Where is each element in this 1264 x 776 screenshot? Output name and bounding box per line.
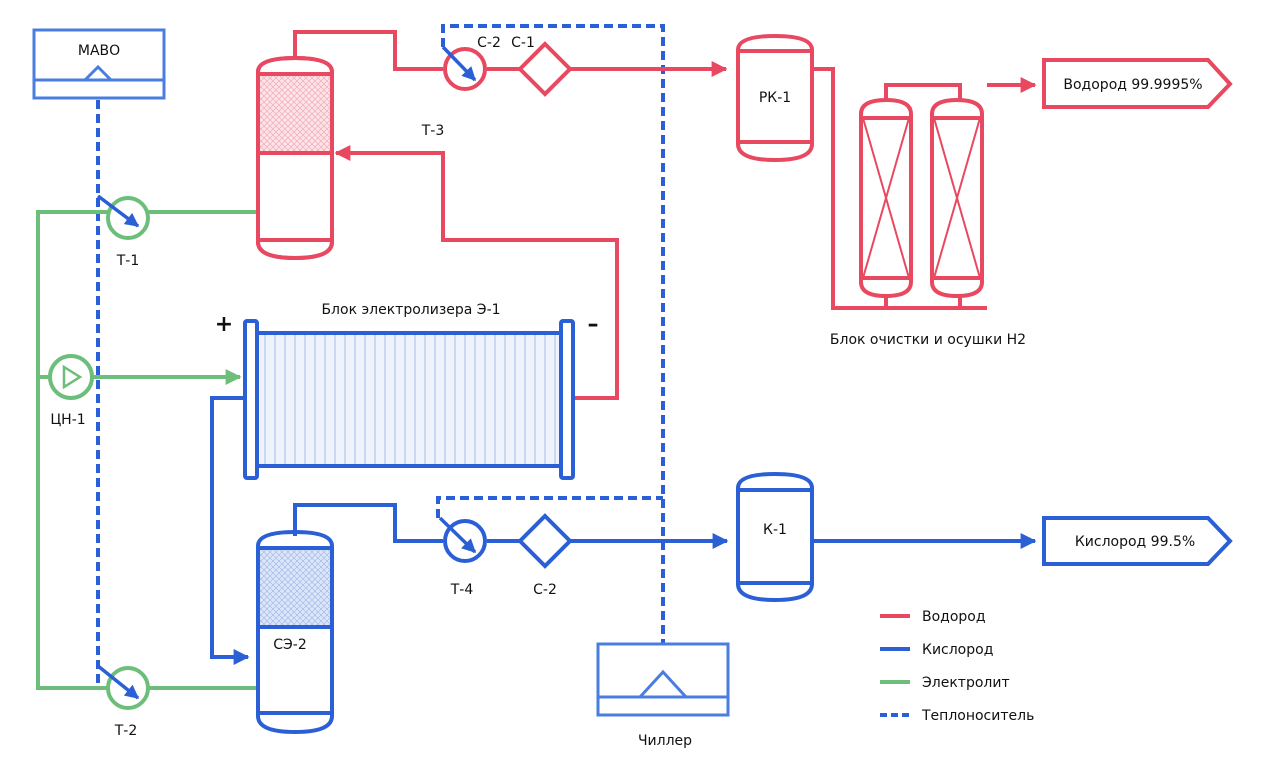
heat-exchanger-t4: Т-4: [438, 516, 487, 598]
c2-top-label: С-2: [477, 35, 501, 51]
heat-exchanger-t2: Т-2: [96, 664, 150, 739]
plus-terminal: +: [215, 312, 233, 337]
purification-block: Блок очистки и осушки Н2: [830, 97, 1026, 348]
t2-label: Т-2: [114, 723, 138, 739]
oxygen-lines: [210, 396, 1037, 665]
hydrogen-separator: [256, 55, 334, 261]
hydrogen-output: Водород 99.9995%: [1042, 58, 1233, 109]
purify-label: Блок очистки и осушки Н2: [830, 332, 1026, 348]
receiver-rk1: РК-1: [736, 33, 814, 163]
oxygen-separator: СЭ-2: [256, 529, 334, 735]
electrolyte-lines: [36, 210, 256, 690]
chiller-label: Чиллер: [638, 733, 692, 749]
heat-exchanger-c2-top: С-2: [441, 35, 501, 91]
k1-label: К-1: [763, 522, 787, 538]
mavo-label: МАВО: [78, 43, 120, 59]
chiller: Чиллер: [596, 642, 730, 749]
legend-label: Электролит: [922, 675, 1010, 691]
legend-label: Теплоноситель: [921, 708, 1034, 724]
o2-output-label: Кислород 99.5%: [1075, 534, 1195, 550]
coolant-lines: [96, 24, 665, 690]
cn1-label: ЦН-1: [50, 412, 85, 428]
t4-label: Т-4: [450, 582, 474, 598]
se2-label: СЭ-2: [273, 637, 307, 653]
receiver-k1: К-1: [736, 471, 814, 603]
h2-output-label: Водород 99.9995%: [1063, 77, 1202, 93]
adsorber-1: [859, 97, 913, 299]
c1-label: С-1: [511, 35, 535, 51]
oxygen-output: Кислород 99.5%: [1042, 516, 1233, 566]
t1-label: Т-1: [116, 253, 140, 269]
rk1-label: РК-1: [759, 90, 791, 106]
legend-label: Кислород: [922, 642, 993, 658]
stack-label: Блок электролизера Э-1: [321, 302, 500, 318]
hydrogen-lines: [293, 30, 1037, 400]
mavo-cooler: МАВО: [32, 28, 166, 100]
filter-c2-bottom: С-2: [517, 513, 573, 598]
legend-label: Водород: [922, 609, 986, 625]
heat-exchanger-t1: Т-1: [96, 194, 150, 269]
c2-bottom-label: С-2: [533, 582, 557, 598]
adsorber-2: [930, 97, 984, 299]
t3-label: Т-3: [421, 123, 445, 139]
filter-c1: С-1: [511, 35, 573, 97]
minus-terminal: –: [588, 312, 599, 337]
pump-cn1: ЦН-1: [48, 354, 94, 428]
electrolyzer-stack: Блок электролизера Э-1 + –: [215, 302, 599, 480]
